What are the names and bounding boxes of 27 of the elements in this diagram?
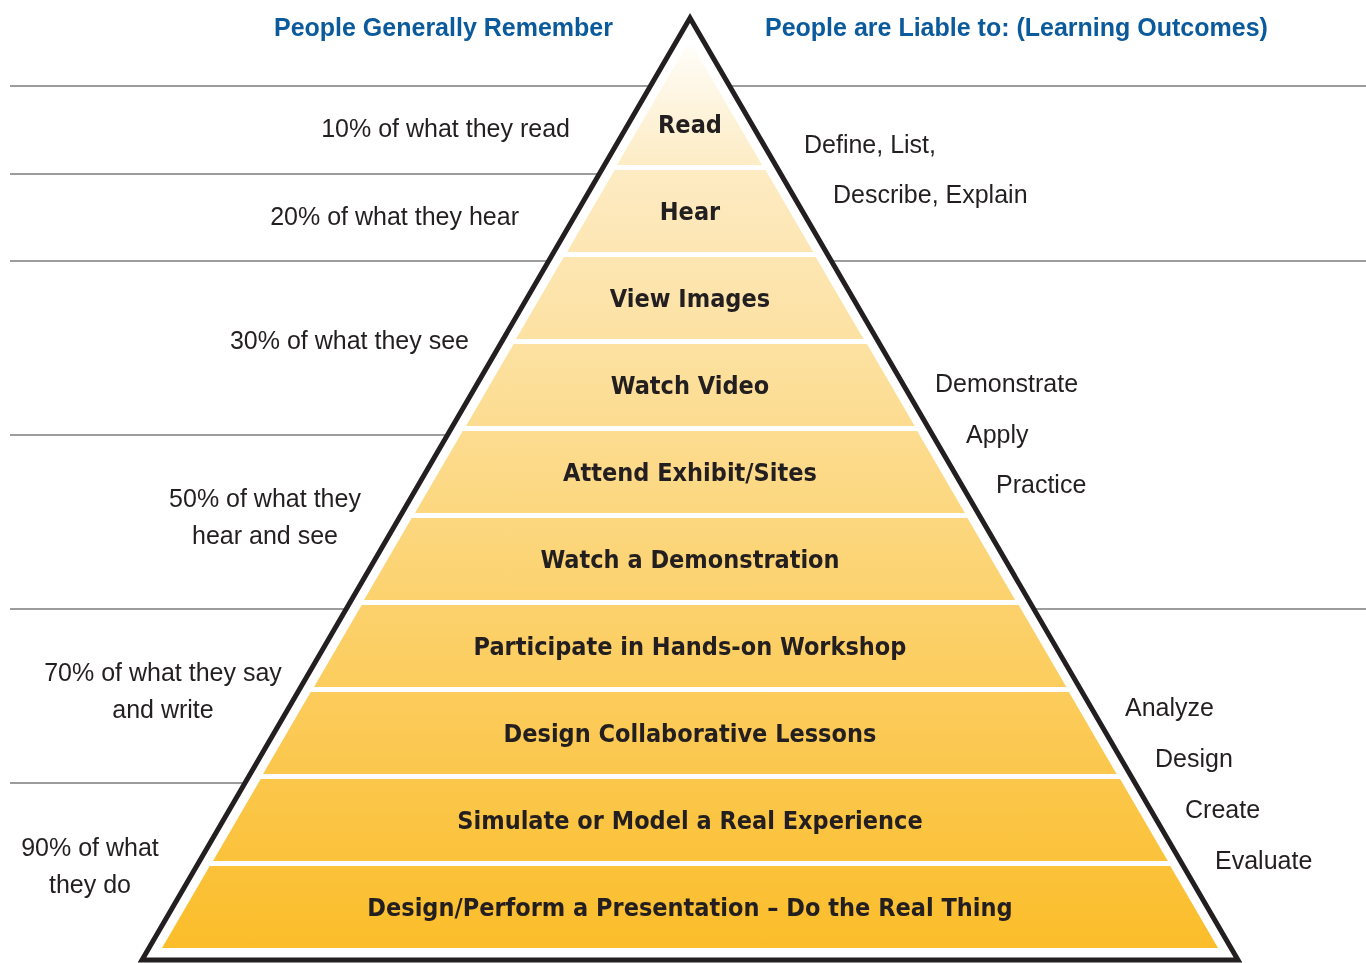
column-heading: People Generally Remember xyxy=(273,11,613,43)
annotation-text: Define, List, xyxy=(804,128,936,160)
annotation-text: Apply xyxy=(966,418,1029,450)
band-label: Design Collaborative Lessons xyxy=(502,718,878,748)
annotation-text: 50% of what they hear and see xyxy=(168,482,362,551)
band-label: Watch Video xyxy=(609,370,771,400)
annotation-text: 20% of what they hear xyxy=(270,200,519,232)
band-label: Participate in Hands-on Workshop xyxy=(472,631,908,661)
annotation-text: Create xyxy=(1185,793,1261,825)
band-label: Design/Perform a Presentation – Do the Real Thing xyxy=(366,892,1014,922)
annotation-text: Describe, Explain xyxy=(833,178,1028,210)
band-label: Attend Exhibit/Sites xyxy=(562,457,818,487)
annotation-text: 90% of what they do xyxy=(20,831,160,900)
band-label: Hear xyxy=(658,196,722,226)
band-label: Read xyxy=(657,109,723,139)
annotation-text: Design xyxy=(1155,742,1233,774)
annotation-text: Demonstrate xyxy=(935,367,1079,399)
band-label: Watch a Demonstration xyxy=(539,544,841,574)
annotation-text: 30% of what they see xyxy=(229,324,469,356)
band-label: Simulate or Model a Real Experience xyxy=(456,805,924,835)
annotation-text: 10% of what they read xyxy=(321,112,570,144)
annotation-text: Practice xyxy=(996,468,1087,500)
annotation-text: 70% of what they say and write xyxy=(43,656,283,725)
column-heading: People are Liable to: (Learning Outcomes) xyxy=(765,11,1268,43)
band-label: View Images xyxy=(608,283,772,313)
annotation-text: Analyze xyxy=(1125,691,1214,723)
annotation-text: Evaluate xyxy=(1215,844,1313,876)
